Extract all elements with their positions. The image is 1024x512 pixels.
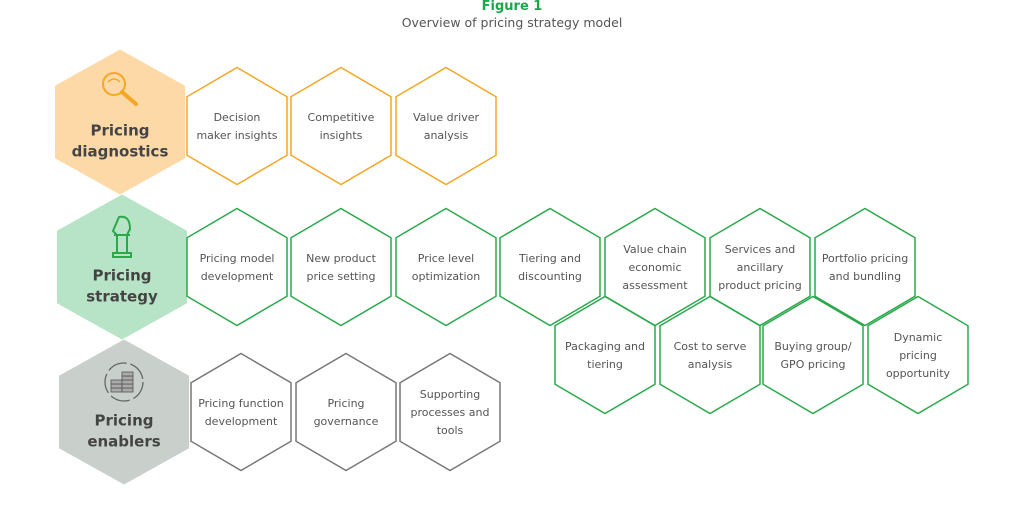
item-hexagon: Supporting processes and tools [399, 352, 501, 472]
item-label: Value driver [413, 111, 480, 124]
item-label: Pricing model [200, 252, 275, 265]
item-label: Dynamic [894, 331, 943, 344]
item-hexagon: Packaging and tiering [554, 295, 656, 415]
coins-cycle-icon [104, 362, 144, 402]
category-hexagon [55, 49, 185, 195]
item-label: Cost to serve [674, 340, 747, 353]
item-label: Competitive [308, 111, 375, 124]
item-label: Services and [725, 243, 796, 256]
category-diagnostics: Pricing diagnostics Decision maker insights… [55, 49, 497, 195]
item-label: economic [628, 261, 681, 274]
hexagon-shape [814, 207, 916, 327]
category-label: diagnostics [72, 143, 169, 161]
item-label: assessment [622, 279, 688, 292]
chess-knight-icon [111, 215, 132, 258]
item-hexagon: Buying group/GPO pricing [762, 295, 864, 415]
item-label: governance [314, 415, 379, 428]
item-label: pricing [899, 349, 937, 362]
item-hexagon: Value chain economic assessment [604, 207, 706, 327]
hexagon-shape [554, 295, 656, 415]
item-label: GPO pricing [781, 358, 846, 371]
item-hexagon: Pricing function development [190, 352, 292, 472]
item-hexagon: Price level optimization [395, 207, 497, 327]
item-label: Supporting [420, 388, 481, 401]
magnifier-icon [102, 72, 138, 106]
item-label: product pricing [718, 279, 801, 292]
item-label: Portfolio pricing [822, 252, 908, 265]
item-hexagon: Cost to serve analysis [659, 295, 761, 415]
item-label: Packaging and [565, 340, 645, 353]
item-label: development [205, 415, 278, 428]
item-label: analysis [688, 358, 733, 371]
category-enablers: Pricing enablers Pricing function developme… [59, 339, 501, 485]
item-hexagon: Competitive insights [290, 66, 392, 186]
item-label: maker insights [196, 129, 277, 142]
category-label: Pricing [95, 412, 154, 430]
category-hexagon [59, 339, 189, 485]
item-label: insights [320, 129, 363, 142]
item-label: tiering [587, 358, 623, 371]
hexagon-shape [399, 352, 501, 472]
item-label: ancillary [737, 261, 784, 274]
hexagon-shape [290, 66, 392, 186]
category-label: enablers [87, 433, 160, 451]
category-label: strategy [86, 288, 158, 306]
item-hexagon: Decision maker insights [186, 66, 288, 186]
item-label: Pricing [327, 397, 364, 410]
item-hexagon: Value driver analysis [395, 66, 497, 186]
hexagon-shape [186, 207, 288, 327]
category-label: Pricing [91, 122, 150, 140]
item-hexagon: Portfolio pricing and bundling [814, 207, 916, 327]
item-hexagon: Tiering and discounting [499, 207, 601, 327]
item-hexagon: Dynamic pricing opportunity [867, 295, 969, 415]
item-label: optimization [412, 270, 480, 283]
item-label: opportunity [886, 367, 951, 380]
hexagon-shape [295, 352, 397, 472]
item-label: analysis [424, 129, 469, 142]
item-label: Decision [214, 111, 261, 124]
hexagon-shape [395, 207, 497, 327]
item-label: price setting [306, 270, 375, 283]
item-label: Pricing function [198, 397, 284, 410]
item-label: discounting [518, 270, 582, 283]
figure-label: Figure 1 [481, 0, 543, 14]
item-label: and bundling [829, 270, 901, 283]
item-hexagon: Pricing model development [186, 207, 288, 327]
category-hexagon [57, 194, 187, 340]
item-label: New product [306, 252, 376, 265]
hexagon-shape [186, 66, 288, 186]
item-label: processes and [411, 406, 490, 419]
item-hexagon: New product price setting [290, 207, 392, 327]
hexagon-shape [290, 207, 392, 327]
item-label: development [201, 270, 274, 283]
figure-title: Overview of pricing strategy model [401, 15, 623, 30]
hexagon-shape [762, 295, 864, 415]
hexagon-shape [867, 295, 969, 415]
hexagon-shape [499, 207, 601, 327]
item-label: Price level [418, 252, 475, 265]
item-label: Buying group/ [774, 340, 851, 353]
hexagon-shape [659, 295, 761, 415]
category-strategy: Pricing strategy Pricing model development N… [57, 194, 969, 415]
item-label: Value chain [623, 243, 687, 256]
hexagon-shape [190, 352, 292, 472]
category-label: Pricing [93, 267, 152, 285]
item-label: Tiering and [518, 252, 581, 265]
item-hexagon: Pricing governance [295, 352, 397, 472]
hexagon-shape [395, 66, 497, 186]
item-label: tools [437, 424, 464, 437]
